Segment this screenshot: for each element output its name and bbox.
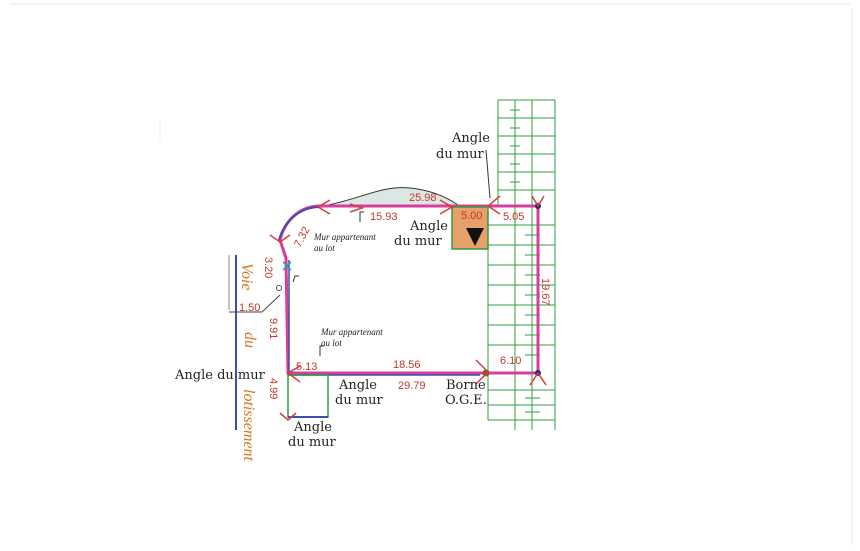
road-label-3: lotissement [240,389,257,462]
survey-mark-icon [282,261,292,271]
dim-4-99: 4.99 [267,378,279,399]
road-label-2: du [241,332,258,348]
label-angle-bottom-left-2: du mur [288,435,337,450]
dimension-arrows [269,195,547,421]
label-angle-mid-2: du mur [394,234,443,249]
note-mur-top-1: Mur appartenant [313,232,376,242]
bottom-small-rect [287,374,329,418]
label-angle-bottom-mid-2: du mur [335,393,384,408]
dim-25-98: 25.98 [409,192,437,204]
label-angle-top-2: du mur [436,147,485,162]
road-offset [229,294,281,313]
label-angle-top-1: Angle [451,131,490,146]
wall-line [278,206,321,241]
note-mur-bottom-2: au lot [321,338,342,348]
label-borne-1: Borne [446,378,486,393]
note-mur-bottom-1: Mur appartenant [320,327,383,337]
neighbour-parcel-grid [487,99,556,430]
dim-29-79: 29.79 [398,380,426,392]
grid-ticks [510,109,540,413]
note-mur-top-2: au lot [314,243,335,253]
label-borne-2: O.G.E. [445,393,487,408]
dim-5-00: 5.00 [461,210,482,222]
dim-15-93: 15.93 [370,211,398,223]
dim-3-20: 3.20 [262,257,274,278]
road-label-1: Voie [238,263,255,291]
dim-7-32: 7.32 [292,225,313,250]
dim-6-10: 6.10 [500,355,521,367]
label-angle-left: Angle du mur [174,368,266,383]
dim-5-13: 5.13 [296,361,317,373]
dim-18-56: 18.56 [393,359,421,371]
label-angle-bottom-mid-1: Angle [338,378,377,393]
dim-19-67: 19.67 [539,278,551,306]
top-strip [317,187,460,208]
down-triangle-icon [466,228,484,246]
label-angle-bottom-left-1: Angle [293,420,332,435]
dim-1-50: 1.50 [239,302,260,314]
dim-5-05: 5.05 [503,211,524,223]
label-angle-mid-1: Angle [409,219,448,234]
dim-9-91: 9.91 [267,318,279,339]
